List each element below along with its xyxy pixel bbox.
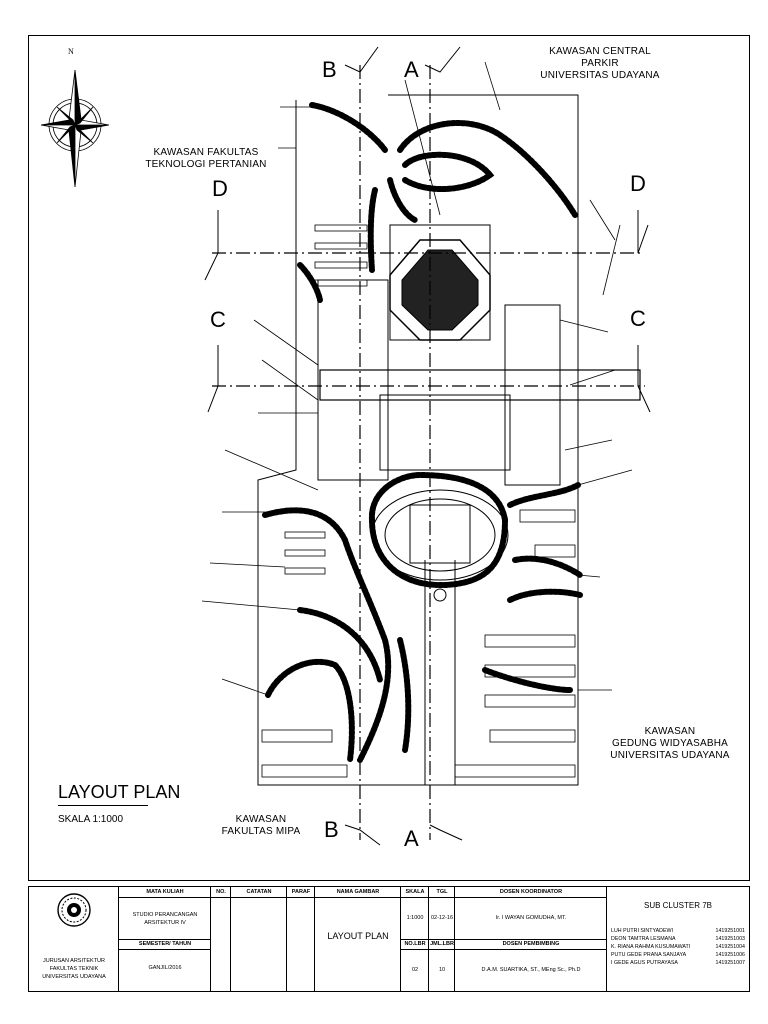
header-dosen-pembimbing: DOSEN PEMBIMBING [502,941,560,947]
header-mata-kuliah: MATA KULIAH [146,889,184,895]
header-tgl: TGL [436,889,448,895]
no-lbr-value: 02 [411,967,419,973]
drawing-frame [28,35,750,881]
sub-cluster-title: SUB CLUSTER 7B [643,901,713,910]
skala-value: 1:1000 [406,915,424,921]
section-marker-d-right: D [630,171,646,196]
section-marker-b-bottom: B [324,817,339,842]
north-arrow-icon [40,69,110,188]
dosen-pembimbing-value: D.A.M. SUARTIKA, ST., MEng Sc., Ph.D [481,967,581,973]
header-skala: SKALA [405,889,425,895]
jml-lbr-value: 10 [438,967,446,973]
plan-title: LAYOUT PLAN [58,782,181,802]
section-marker-a-bottom: A [404,826,419,851]
nama-gambar-value: LAYOUT PLAN [327,931,389,941]
header-jml-lbr: JML.LBR [430,941,454,947]
site-plan [40,46,651,846]
header-no: NO. [216,889,226,895]
tgl-value: 02-12-16 [430,915,454,921]
header-semester: SEMESTER/ TAHUN [138,941,192,947]
section-marker-c-right: C [630,306,646,331]
section-marker-d-left: D [212,176,228,201]
header-nama-gambar: NAMA GAMBAR [336,889,380,895]
section-marker-a-top: A [404,57,419,82]
plan-scale: SKALA 1:1000 [58,814,124,825]
header-paraf: PARAF [291,889,311,895]
dosen-koordinator-value: Ir. I WAYAN GOMUDHA, MT. [495,915,567,921]
section-marker-b-top: B [322,57,337,82]
plan-title-rule [58,805,148,806]
header-catatan: CATATAN [246,889,272,895]
header-dosen-koordinator: DOSEN KOORDINATOR [499,889,563,895]
header-no-lbr: NO.LBR [404,941,426,947]
semester-value: GANJIL/2016 [148,965,182,971]
north-label: N [68,47,74,56]
section-marker-c-left: C [210,307,226,332]
university-logo-icon [57,893,91,927]
